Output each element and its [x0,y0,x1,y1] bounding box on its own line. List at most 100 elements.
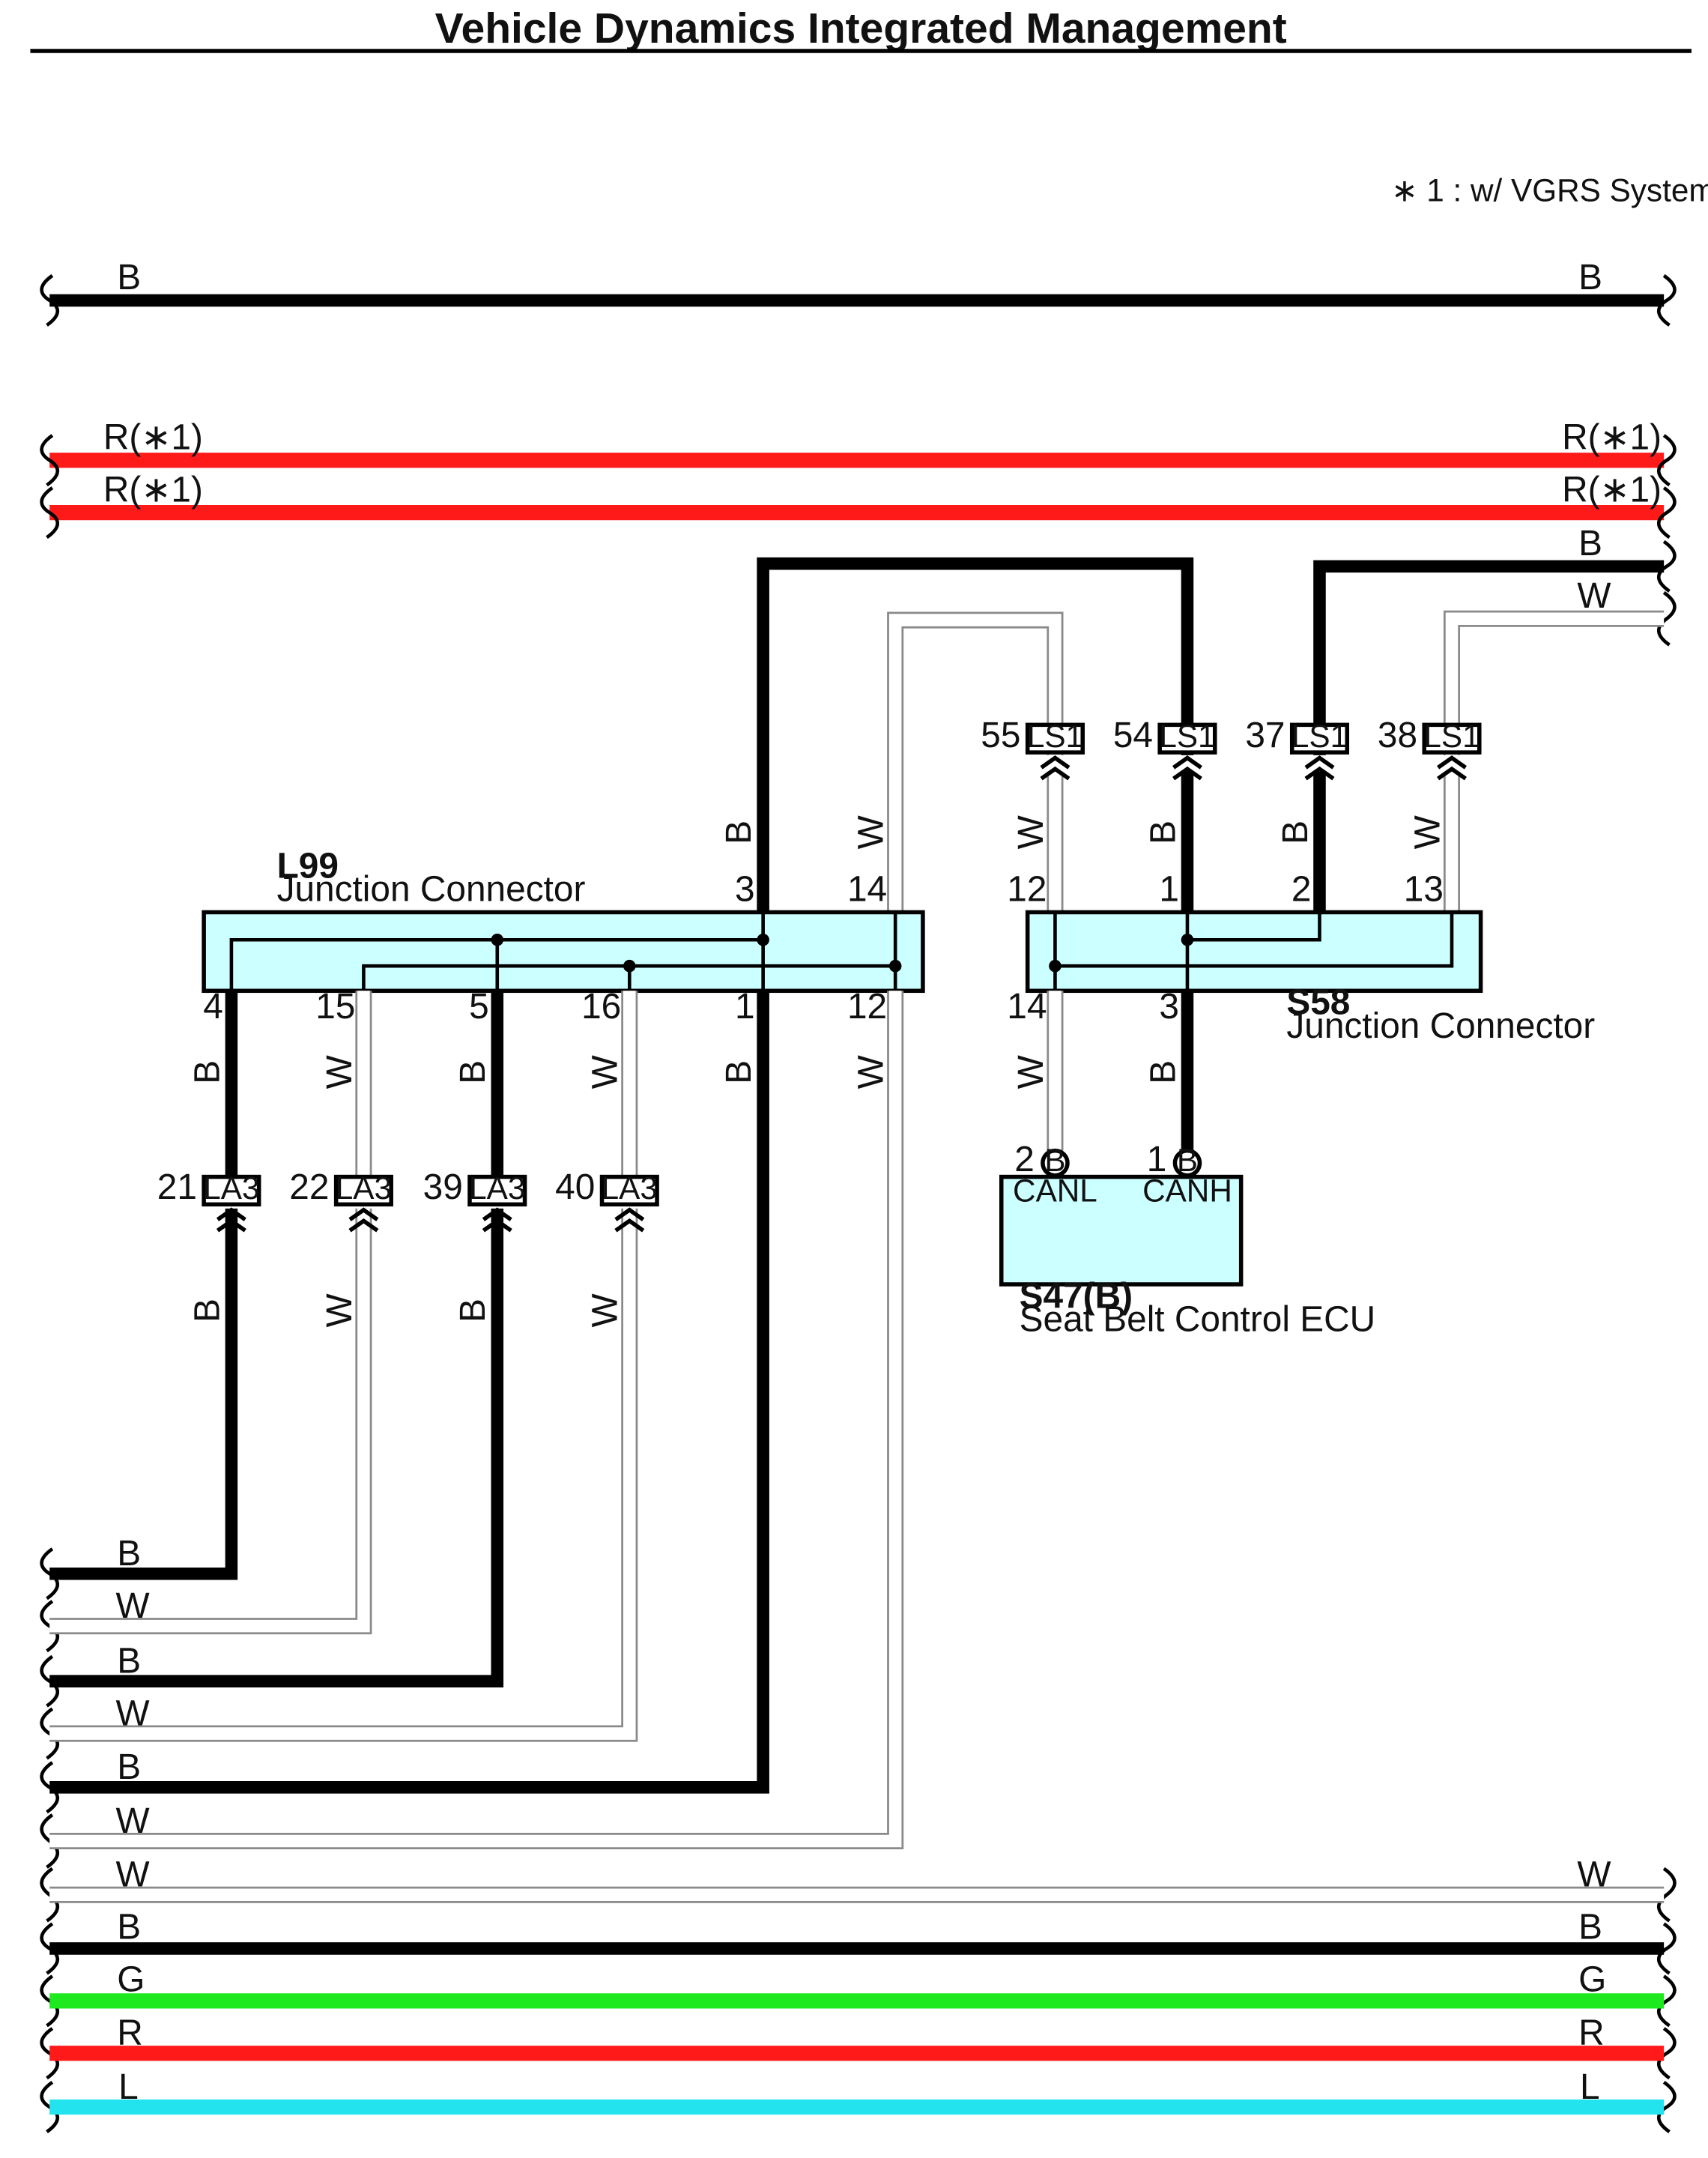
connector-code: LA3 [469,1170,525,1206]
pin-number: 1 [1159,870,1179,910]
connector-code: LS1 [1423,719,1480,754]
ls1-connector-37: LS1 37 [1245,716,1350,781]
wire-through-r-bottom: R R [49,2013,1665,2061]
la3-connector-22: LA3 22 [289,1167,393,1233]
wire-through-b-bottom: B B [49,1908,1665,1955]
wire-label: B [719,820,759,844]
wire-through-r2: R(∗1) R(∗1) [49,470,1665,521]
wire-b-la3-39-to-left [49,1208,504,1687]
wire-label: W [1011,1055,1051,1089]
pin-number: 22 [289,1167,329,1207]
wire-label: R(∗1) [1562,418,1662,458]
wire-through-l: L L [49,2067,1665,2115]
wire-label: B [453,1060,493,1084]
wire-label: R(∗1) [103,470,203,510]
wire-label: W [852,1055,891,1089]
wire-label: R [1578,2013,1605,2053]
connector-id: S47(B) [1020,1276,1133,1316]
connector-code: LS1 [1027,719,1083,754]
pin-number: 16 [581,987,621,1027]
junction-connector-l99: L99 Junction Connector 3 14 4 15 5 16 1 … [202,846,925,1027]
la3-connector-40: LA3 40 [555,1167,659,1233]
wire-label: W [852,815,891,849]
wire-label: B [117,1534,141,1574]
pin-code: B [1177,1143,1198,1178]
wire-label: B [1578,258,1602,297]
la3-connector-39: LA3 39 [423,1167,527,1233]
pin-number: 3 [735,870,755,910]
wire-b-la3-21-to-left [49,1208,238,1580]
pin-number: 14 [847,870,887,910]
pin-number: 21 [157,1167,197,1207]
l99-lower-wire-labels: B W B W B W B W B W [187,1055,891,1327]
pin-number: 14 [1007,987,1047,1027]
connector-code: LA3 [336,1170,392,1206]
pin-number: 15 [315,987,355,1027]
wire-through-b-top: B B [49,258,1665,307]
la3-connector-21: LA3 21 [157,1167,261,1233]
wire-label: B [187,1299,227,1323]
pin-number: 4 [203,987,223,1027]
ls1-connector-38: LS1 38 [1378,716,1482,781]
wire-label: B [117,1642,141,1681]
wire-label: W [320,1055,360,1089]
pin-number: 3 [1159,987,1179,1027]
pin-number: 5 [469,987,489,1027]
connector-code: LA3 [203,1170,259,1206]
wire-label: R(∗1) [103,418,203,458]
wire-label: W [115,1801,149,1841]
footnote: ∗ 1 : w/ VGRS System [1391,173,1708,208]
wire-label: W [586,1055,626,1089]
wire-label: B [1143,1060,1183,1084]
wire-through-w-bottom: W W [49,1855,1665,1903]
wire-label: G [1578,1959,1606,1999]
pin-code: B [1044,1143,1065,1178]
terminal-name: CANH [1142,1173,1232,1209]
wire-label: W [115,1855,149,1895]
wire-label: B [719,1060,759,1084]
ls1-connector-55: LS1 55 [981,716,1085,781]
wire-label: B [117,258,141,297]
wire-b-right-to-ls1-37 [1313,560,1665,755]
wire-b-l99-3-to-ls1-54 [757,557,1194,913]
wire-label: W [115,1694,149,1734]
wire-w-l99-14-to-ls1-55 [887,611,1064,913]
connector-id: S58 [1286,983,1350,1023]
wire-label: B [1143,820,1183,844]
wire-label: G [117,1959,145,1999]
pin-number: 54 [1113,716,1153,755]
pin-number: 1 [735,987,755,1027]
pin-number: 37 [1245,716,1285,755]
connector-id: L99 [277,846,339,886]
ls1-connector-54: LS1 54 [1113,716,1217,781]
vertical-wire-labels: B W W B B W [719,815,1447,849]
wire-label: W [1577,1855,1611,1895]
wire-label: B [453,1299,493,1323]
wire-break-marks [40,273,1677,2133]
wire-label: W [115,1586,149,1626]
pin-number: 39 [423,1167,463,1207]
wire-label: W [586,1293,626,1327]
pin-number: 38 [1378,716,1417,755]
wire-label: W [320,1293,360,1327]
wire-label: L [1580,2067,1600,2107]
page-title: Vehicle Dynamics Integrated Management [435,4,1287,52]
wire-label: B [1578,524,1602,563]
pin-number: 13 [1404,870,1444,910]
junction-connector-s58: S58 Junction Connector 12 1 2 13 14 3 [1007,870,1595,1046]
wire-label: R [117,2013,143,2053]
pin-number: 12 [847,987,887,1027]
ecu-s47b: B B 2 1 CANL CANH S47(B) Seat Belt Contr… [999,1140,1375,1340]
wire-label: B [1276,820,1315,844]
wire-label: W [1011,815,1051,849]
wire-through-r1: R(∗1) R(∗1) [49,418,1665,468]
wire-label: B [187,1060,227,1084]
wire-w-la3-22-to-left [49,1208,372,1635]
wire-label: B [117,1747,141,1787]
wire-label: L [118,2067,139,2107]
connector-name: Seat Belt Control ECU [1020,1300,1375,1340]
wire-label: R(∗1) [1562,470,1662,510]
connector-name: Junction Connector [1286,1006,1595,1046]
pin-number: 12 [1007,870,1047,910]
